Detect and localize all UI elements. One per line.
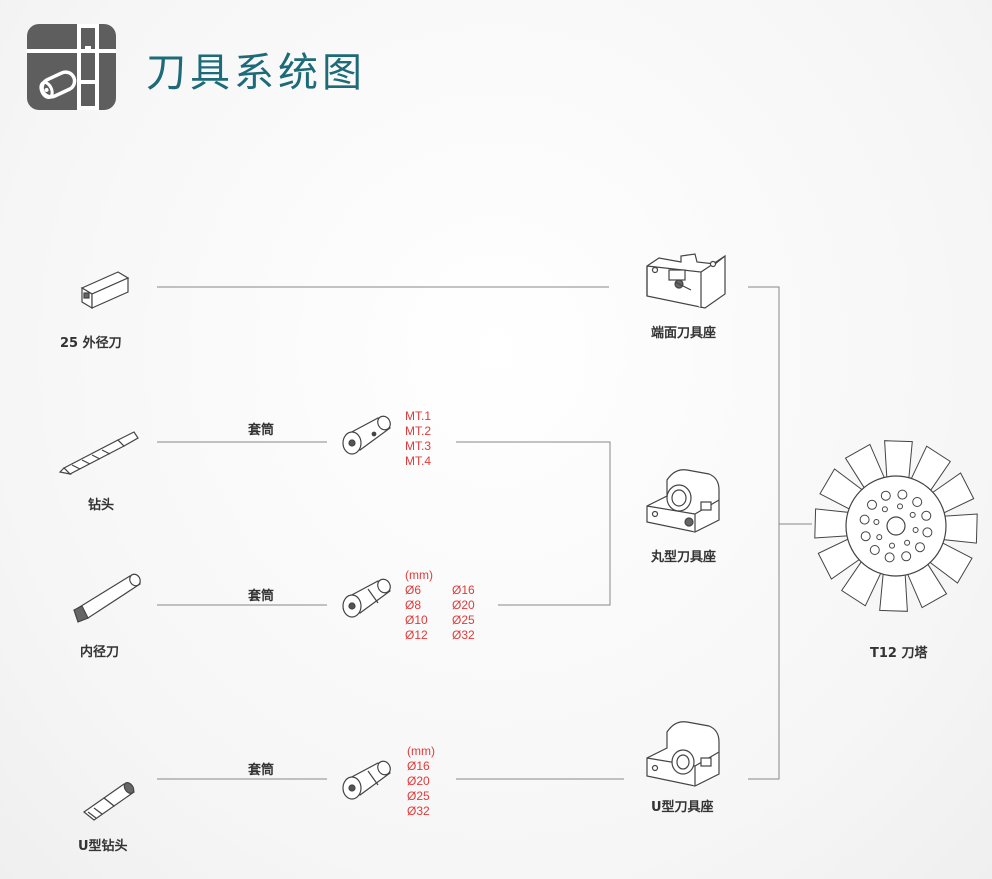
sleeve-label-u-drill: 套筒: [248, 763, 275, 778]
turret-label: T12 刀塔: [870, 646, 928, 661]
holder-label-u-type: U型刀具座: [651, 800, 714, 815]
spec-item: MT.2: [405, 424, 432, 438]
sleeve-label-boring: 套筒: [248, 589, 275, 604]
turret-icon: [814, 440, 978, 612]
boring-sleeve-col1: Ø6 Ø8 Ø10 Ø12: [405, 583, 428, 643]
turret-hole: [880, 490, 891, 501]
face-tool-holder-icon: [646, 253, 726, 309]
outer-turning-tool-icon: [80, 271, 130, 310]
spec-item: Ø20: [407, 774, 430, 788]
boring-sleeve-unit: (mm): [405, 568, 433, 582]
turret-hole: [904, 539, 911, 546]
spec-item: Ø8: [405, 598, 422, 612]
udrill-sleeve-list: Ø16 Ø20 Ø25 Ø32: [407, 759, 430, 819]
boring-bar-icon: [73, 573, 142, 623]
turret-hole: [869, 545, 880, 555]
udrill-sleeve-unit: (mm): [407, 744, 435, 758]
spec-item: Ø16: [407, 759, 430, 773]
drill-bit-icon: [58, 431, 139, 475]
turret-hole: [912, 497, 923, 507]
turret-station: [879, 571, 908, 612]
u-drill-icon: [82, 781, 136, 821]
spec-item: Ø25: [452, 613, 475, 627]
tool-label-drill: 钻头: [88, 498, 115, 513]
spec-item: Ø16: [452, 583, 475, 597]
sleeve-icon: [342, 578, 391, 618]
turret-hole: [915, 542, 925, 553]
tool-system-logo-icon: [27, 24, 116, 110]
turret-station: [884, 440, 913, 481]
spec-item: MT.3: [405, 439, 432, 453]
line-sleeves-bracket: [456, 441, 611, 606]
spec-item: Ø32: [452, 628, 475, 642]
round-tool-holder-icon: [646, 469, 720, 533]
turret-hole: [897, 489, 908, 500]
spec-item: Ø12: [405, 628, 428, 642]
turret-hole: [912, 527, 919, 533]
turret-hole: [921, 510, 932, 521]
turret-hole: [922, 527, 933, 538]
holder-label-round: 丸型刀具座: [651, 550, 717, 565]
turret-hole: [889, 542, 895, 549]
turret-hole: [897, 503, 903, 510]
turret-hole: [881, 506, 888, 513]
line-holders-bracket: [748, 286, 780, 780]
sleeve-label-drill: 套筒: [248, 423, 275, 438]
tool-label-u-drill: U型钻头: [78, 839, 128, 854]
turret-hole: [876, 534, 883, 541]
turret-hole: [867, 499, 877, 510]
turret-hole: [901, 551, 912, 562]
sleeve-icon: [342, 415, 391, 455]
tool-label-outer-turning: 25 外径刀: [60, 336, 122, 351]
spec-item: Ø10: [405, 613, 428, 627]
spec-item: MT.4: [405, 454, 432, 468]
turret-hole: [860, 531, 871, 542]
page-title: 刀具系统图: [146, 50, 366, 96]
turret-hole: [909, 511, 916, 518]
spec-item: Ø20: [452, 598, 475, 612]
boring-sleeve-col2: Ø16 Ø20 Ø25 Ø32: [452, 583, 475, 643]
morse-taper-list: MT.1 MT.2 MT.3 MT.4: [405, 409, 431, 469]
sleeve-icon: [342, 760, 391, 800]
turret-hole: [884, 552, 895, 563]
spec-item: Ø6: [405, 583, 422, 597]
spec-item: MT.1: [405, 409, 432, 423]
tool-label-boring: 内径刀: [80, 645, 120, 660]
holder-label-face: 端面刀具座: [651, 326, 717, 341]
turret-hole: [873, 519, 880, 525]
spec-item: Ø32: [407, 804, 430, 818]
turret-hole: [859, 514, 870, 525]
u-tool-holder-icon: [646, 721, 720, 787]
spec-item: Ø25: [407, 789, 430, 803]
